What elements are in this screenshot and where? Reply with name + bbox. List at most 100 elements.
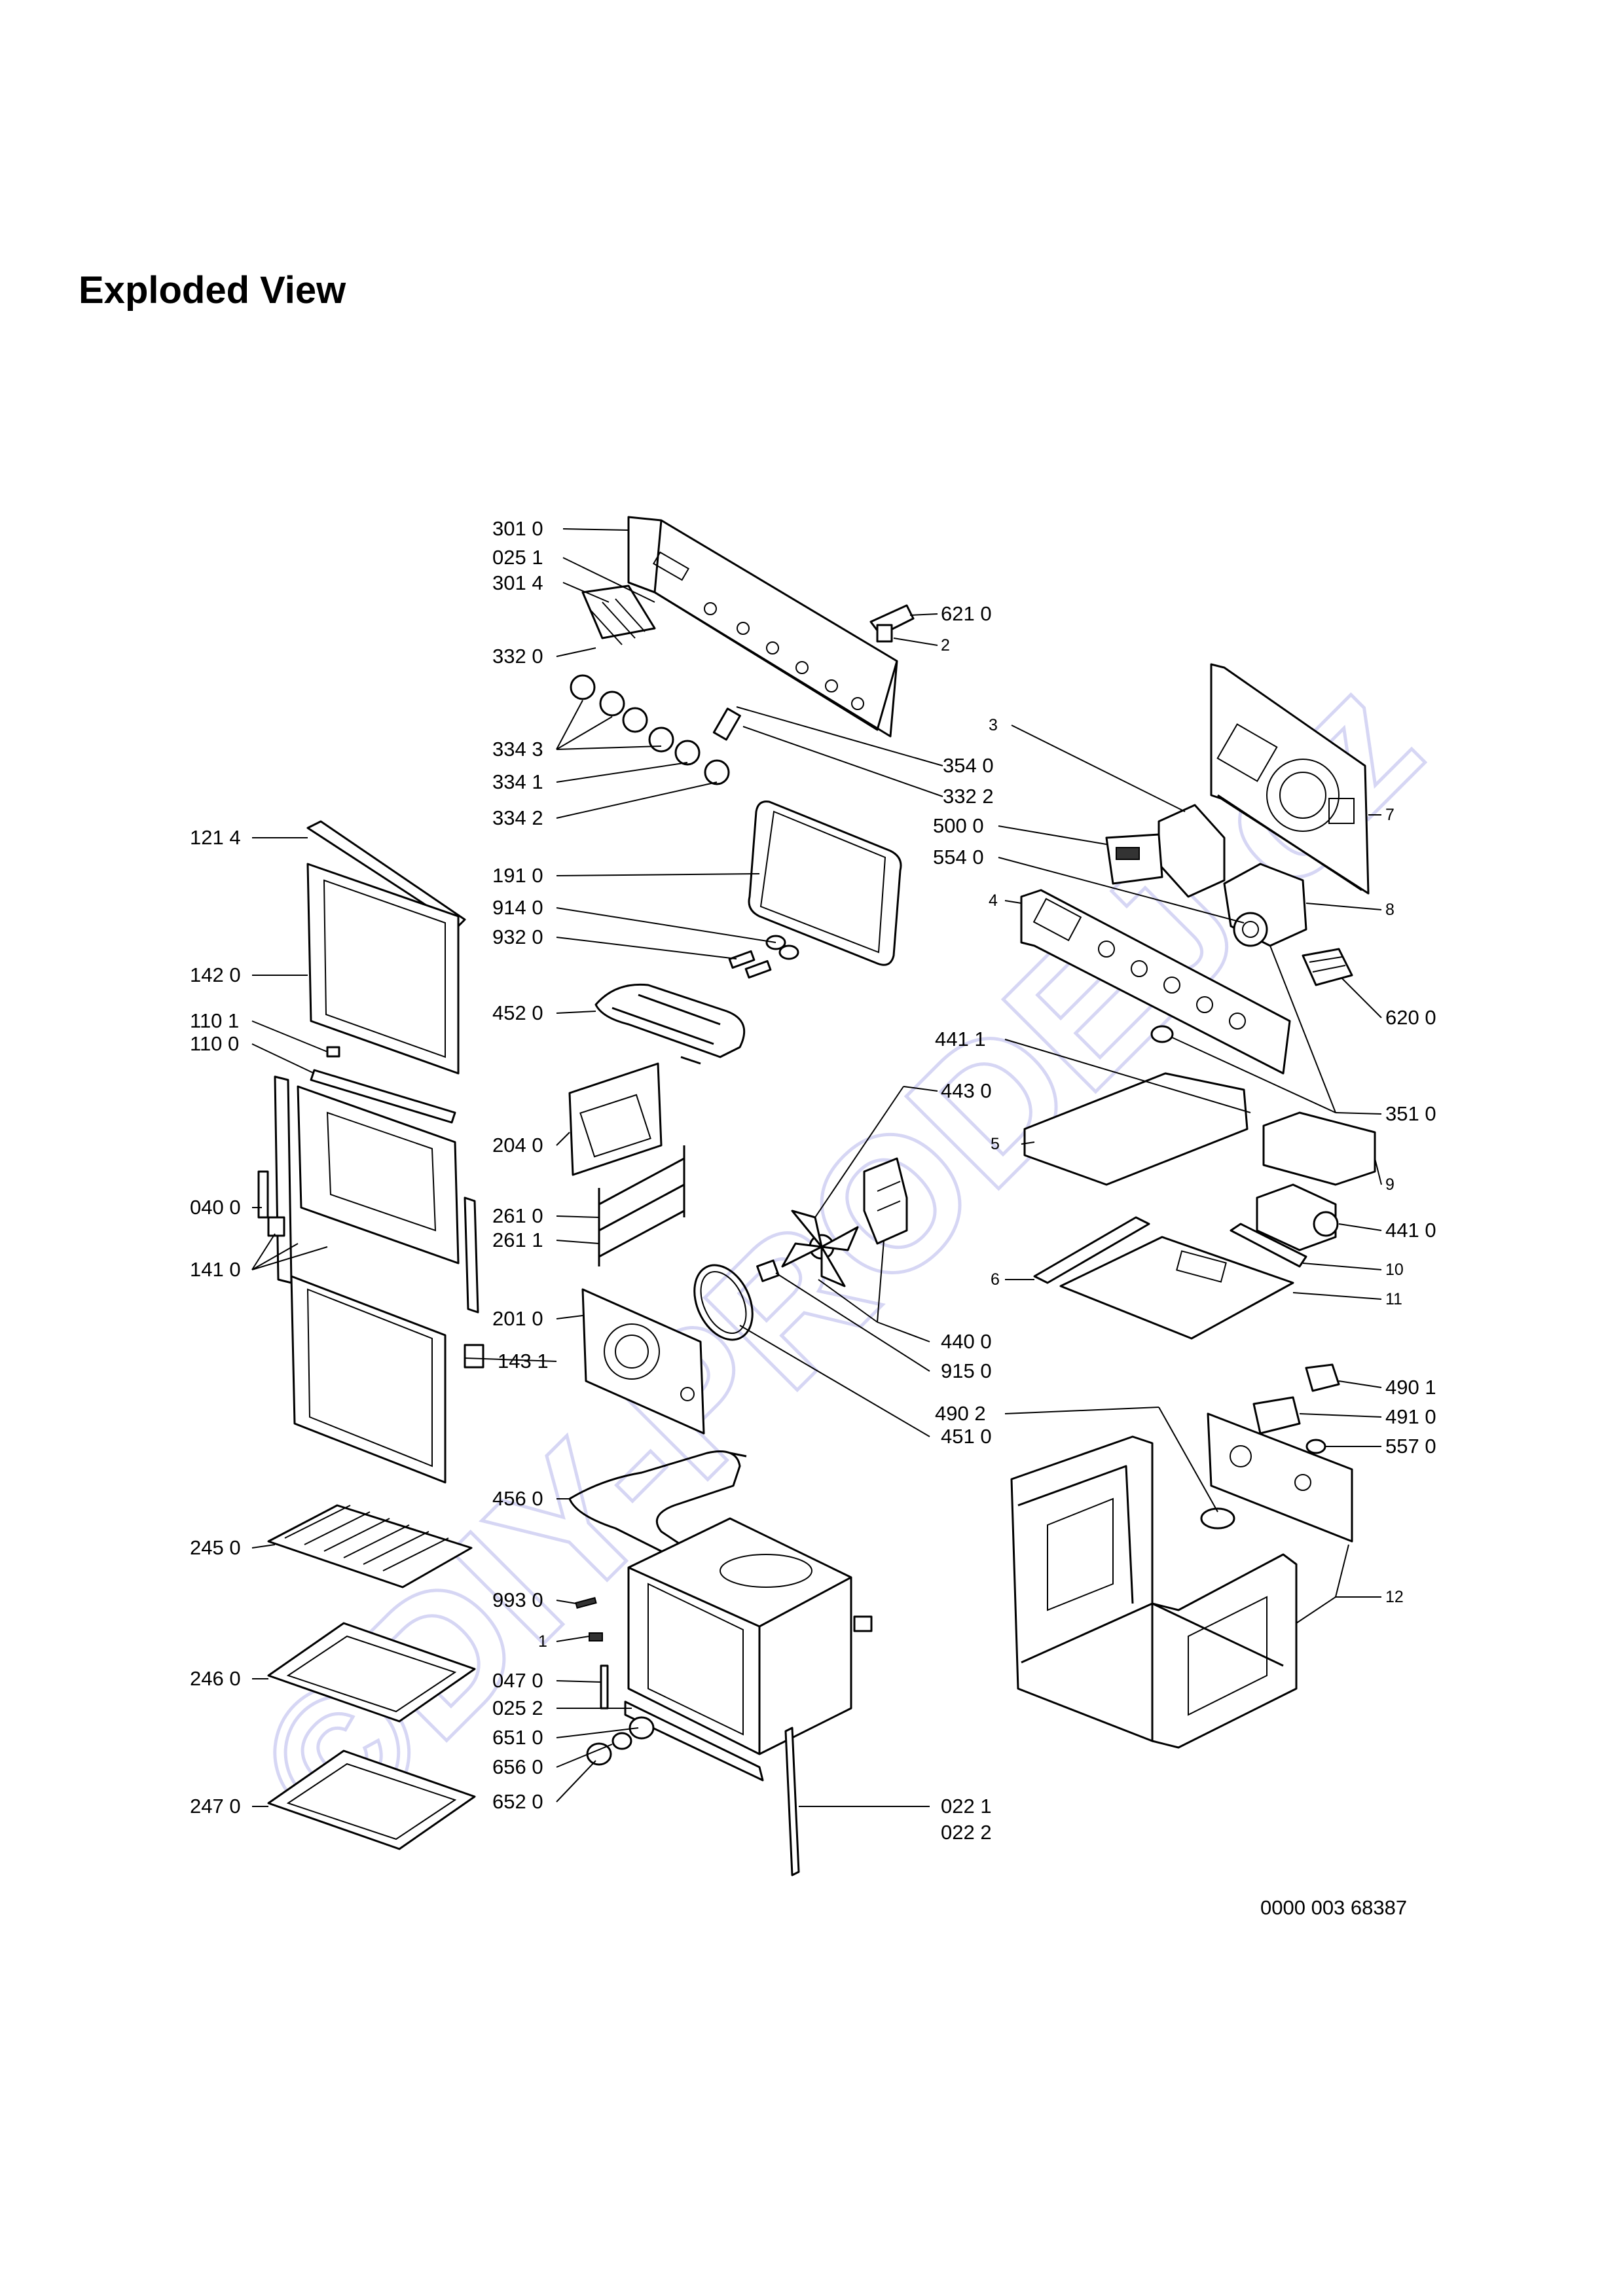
callout-label: 11 — [1385, 1290, 1402, 1308]
part-rail — [1033, 1216, 1150, 1284]
callout-label: 914 0 — [492, 896, 543, 919]
callout-label: 301 0 — [492, 517, 543, 540]
part-side-runner — [784, 1727, 800, 1876]
callout-label: 557 0 — [1385, 1435, 1436, 1458]
callout-label: 191 0 — [492, 864, 543, 887]
part-relays — [1252, 1363, 1340, 1454]
part-cavity-trim — [624, 1700, 764, 1782]
part-roasting-tray — [267, 1749, 476, 1850]
callout-label: 247 0 — [190, 1795, 241, 1818]
callout-label: 201 0 — [492, 1307, 543, 1330]
leader-lines — [251, 528, 1382, 1807]
callout-label: 10 — [1385, 1261, 1404, 1279]
callout-label: 261 1 — [492, 1229, 543, 1251]
part-outer-door-glass — [306, 863, 460, 1075]
callout-label: 110 0 — [190, 1032, 239, 1055]
callout-label: 301 4 — [492, 571, 543, 594]
part-fan-blade — [781, 1210, 859, 1287]
callout-label: 040 0 — [190, 1196, 241, 1219]
part-bottom-element — [568, 1450, 747, 1560]
part-oven-lamp — [728, 935, 799, 979]
callout-label: 491 0 — [1385, 1405, 1436, 1428]
callout-label: 143 1 — [498, 1350, 549, 1372]
callout-label: 621 0 — [941, 602, 992, 625]
callout-label: 8 — [1385, 901, 1395, 919]
part-timer-module — [1105, 804, 1226, 898]
callout-label: 12 — [1385, 1588, 1404, 1606]
callout-label: 142 0 — [190, 963, 241, 986]
callout-label: 443 0 — [941, 1079, 992, 1102]
callout-label: 441 0 — [1385, 1219, 1436, 1242]
callout-label: 022 2 — [941, 1821, 992, 1844]
callout-label: 451 0 — [941, 1425, 992, 1448]
document-code: 0000 003 68387 — [1260, 1896, 1407, 1919]
callout-label: 9 — [1385, 1175, 1395, 1194]
callout-label: 7 — [1385, 806, 1395, 824]
part-hinge — [257, 1170, 285, 1237]
part-rear-panel — [1210, 663, 1370, 895]
part-control-knobs — [570, 674, 741, 785]
part-control-board — [1207, 1412, 1353, 1543]
part-control-panel — [627, 516, 898, 738]
page-title: Exploded View — [79, 269, 346, 312]
callout-label: 6 — [991, 1270, 1000, 1289]
part-grill-element — [594, 983, 746, 1065]
part-shelf-guides — [598, 1145, 685, 1266]
callout-label: 656 0 — [492, 1755, 543, 1778]
callout-label: 022 1 — [941, 1795, 992, 1818]
part-convection-cover — [581, 1288, 705, 1435]
part-knob-small — [1150, 1025, 1174, 1043]
callout-label: 261 0 — [492, 1204, 543, 1227]
callout-label: 500 0 — [933, 814, 984, 837]
callout-label: 332 2 — [943, 785, 994, 808]
part-door-top-trim — [306, 820, 466, 927]
callout-label: 440 0 — [941, 1330, 992, 1353]
part-inner-frame — [1020, 889, 1291, 1075]
part-circular-element — [693, 1264, 754, 1341]
callout-label: 141 0 — [190, 1258, 241, 1281]
part-oven-cavity — [627, 1517, 873, 1755]
part-baking-tray — [267, 1622, 476, 1723]
callout-label: 332 0 — [492, 645, 543, 668]
callout-label: 025 1 — [492, 546, 543, 569]
callout-label: 490 1 — [1385, 1376, 1436, 1399]
callout-label: 3 — [989, 716, 998, 734]
part-cooling-fan — [1256, 1183, 1339, 1251]
part-channel — [1230, 1223, 1307, 1268]
callout-label: 4 — [989, 891, 998, 910]
callout-label: 334 2 — [492, 806, 543, 829]
callout-label: 5 — [991, 1135, 1000, 1153]
part-base-plate — [1059, 1236, 1294, 1340]
callout-label: 246 0 — [190, 1667, 241, 1690]
callout-label: 490 2 — [935, 1402, 986, 1425]
callout-label: 354 0 — [943, 754, 994, 777]
callout-label: 025 2 — [492, 1696, 543, 1719]
callout-label: 204 0 — [492, 1134, 543, 1157]
part-terminal-block — [1302, 948, 1353, 986]
part-side-strip — [600, 1664, 609, 1710]
part-fan-motor — [756, 1157, 908, 1282]
part-oven-bottom-knobs — [586, 1716, 655, 1766]
callout-label: 651 0 — [492, 1726, 543, 1749]
callout-label: 1 — [538, 1632, 547, 1651]
callout-label: 047 0 — [492, 1669, 543, 1692]
part-outer-housing — [1010, 1435, 1298, 1749]
callout-labels: 301 0 025 1 301 4 332 0 621 0 2 334 3 33… — [190, 517, 1436, 1844]
part-wire-shelf — [267, 1504, 473, 1588]
part-door-inner-frame — [290, 1275, 447, 1484]
callout-label: 652 0 — [492, 1790, 543, 1813]
part-hinge-bracket — [464, 1344, 484, 1369]
callout-label: 452 0 — [492, 1001, 543, 1024]
callout-label: 2 — [941, 636, 950, 655]
callout-label: 932 0 — [492, 925, 543, 948]
part-motor — [1233, 912, 1268, 947]
callout-label: 110 1 — [190, 1009, 239, 1032]
part-door-switch — [869, 604, 915, 643]
part-switch-block — [581, 584, 656, 645]
part-seal-ring — [1200, 1507, 1235, 1530]
callout-label: 351 0 — [1385, 1102, 1436, 1125]
part-duct — [1262, 1111, 1376, 1186]
callout-label: 554 0 — [933, 846, 984, 869]
callout-label: 915 0 — [941, 1359, 992, 1382]
